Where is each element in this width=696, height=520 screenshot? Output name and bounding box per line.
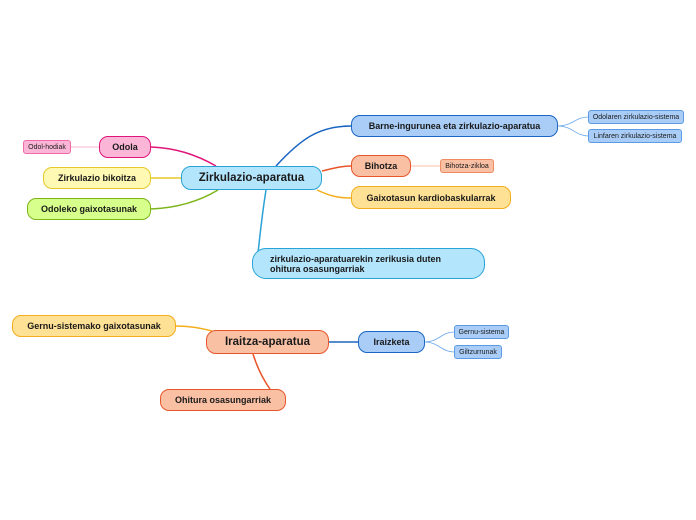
node-gernu-sistema[interactable]: Gernu-sistema [454, 325, 509, 339]
node-barne-ingurunea[interactable]: Barne-ingurunea eta zirkulazio-aparatua [351, 115, 558, 137]
link-iraizketa-giltzurrunak [424, 341, 455, 353]
node-label: zirkulazio-aparatuarekin zerikusia duten… [270, 253, 442, 274]
node-label: Zirkulazio bikoitza [57, 173, 136, 183]
node-label: Gaixotasun kardiobaskularrak [366, 192, 496, 203]
node-odola[interactable]: Odola [99, 136, 151, 158]
node-label: Gernu-sistema [458, 328, 505, 336]
node-label: Bihotza-zikloa [445, 162, 489, 170]
link-barne-odolaren [557, 116, 589, 127]
node-label: Giltzurrunak [459, 348, 497, 356]
node-zirkulazio-aparatua[interactable]: Zirkulazio-aparatua [181, 166, 322, 190]
link-central2-ohitura [252, 353, 271, 390]
node-iraizketa[interactable]: Iraizketa [358, 331, 425, 353]
link-iraizketa-gernu-sistema [424, 331, 455, 343]
node-iraitza-aparatua[interactable]: Iraitza-aparatua [206, 330, 329, 354]
link-central2-gernu-gaixotasunak [175, 325, 213, 332]
node-label: Gernu-sistemako gaixotasunak [27, 321, 161, 331]
node-linfaren-zirkulazio-sistema[interactable]: Linfaren zirkulazio-sistema [588, 129, 682, 143]
link-central-ohiturak [257, 189, 267, 254]
node-zirkulazio-bikoitza[interactable]: Zirkulazio bikoitza [43, 167, 151, 189]
node-label: Bihotza [364, 161, 398, 171]
link-barne-linfaren [557, 125, 589, 137]
node-gernu-sistemako-gaixotasunak[interactable]: Gernu-sistemako gaixotasunak [12, 315, 176, 337]
node-label: Odola [112, 142, 138, 152]
node-label: Iraizketa [373, 337, 410, 347]
node-label: Iraitza-aparatua [224, 336, 310, 348]
node-ohitura-osasungarriak-zirkulazio[interactable]: zirkulazio-aparatuarekin zerikusia duten… [252, 248, 485, 279]
node-gaixotasun-kardiobaskularrak[interactable]: Gaixotasun kardiobaskularrak [351, 186, 511, 209]
node-odoleko-gaixotasunak[interactable]: Odoleko gaixotasunak [27, 198, 151, 220]
link-central-odola [150, 146, 217, 167]
node-label: Ohitura osasungarriak [174, 395, 272, 405]
link-central-kardio [316, 189, 352, 199]
node-giltzurrunak[interactable]: Giltzurrunak [454, 345, 502, 359]
node-bihotza-zikloa[interactable]: Bihotza-zikloa [440, 159, 494, 173]
node-label: Odoleko gaixotasunak [40, 204, 138, 214]
node-label: Linfaren zirkulazio-sistema [593, 132, 677, 140]
link-central-gaixotasunak [150, 189, 219, 210]
node-bihotza[interactable]: Bihotza [351, 155, 411, 177]
node-odolaren-zirkulazio-sistema[interactable]: Odolaren zirkulazio-sistema [588, 110, 684, 124]
node-odol-hodiak[interactable]: Odol-hodiak [23, 140, 71, 154]
link-central-barne [275, 125, 352, 167]
link-central-bihotza [321, 165, 352, 172]
node-ohitura-osasungarriak[interactable]: Ohitura osasungarriak [160, 389, 286, 411]
node-label: Odol-hodiak [28, 143, 66, 151]
node-label: Odolaren zirkulazio-sistema [592, 113, 680, 121]
node-label: Barne-ingurunea eta zirkulazio-aparatua [368, 121, 541, 131]
node-label: Zirkulazio-aparatua [198, 172, 305, 184]
